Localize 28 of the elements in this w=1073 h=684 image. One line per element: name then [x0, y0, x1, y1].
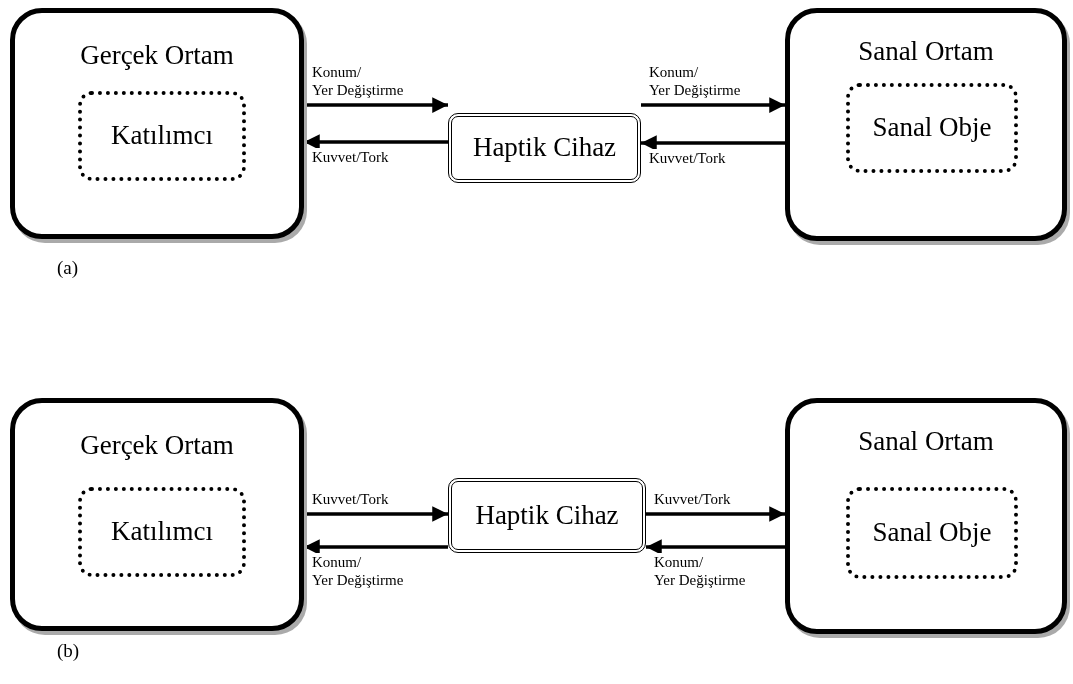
arrow — [646, 506, 785, 522]
dotted-box — [78, 487, 246, 577]
arrow — [641, 97, 785, 113]
arrow — [304, 506, 448, 522]
edge-label: Konum/ Yer Değiştirme — [312, 553, 404, 589]
dotted-box — [846, 83, 1018, 173]
arrow — [641, 135, 785, 151]
node-label: Haptik Cihaz — [475, 500, 619, 531]
device-box — [448, 113, 641, 183]
box-title: Gerçek Ortam — [79, 431, 235, 461]
box-title: Gerçek Ortam — [79, 41, 235, 71]
arrow — [304, 97, 448, 113]
box-title: Sanal Ortam — [857, 427, 995, 457]
dotted-box — [846, 487, 1018, 579]
node-label: Katılımcı — [111, 517, 213, 547]
node-label: Haptik Cihaz — [472, 133, 617, 163]
node-label: Sanal Obje — [872, 518, 992, 548]
box-title: Sanal Ortam — [857, 37, 995, 67]
arrow — [304, 539, 448, 555]
panel-label: (a) — [57, 257, 79, 279]
panel-label: (b) — [57, 640, 80, 662]
arrow — [304, 134, 448, 150]
arrow — [646, 539, 785, 555]
node-label: Sanal Obje — [872, 113, 992, 143]
dotted-box — [78, 91, 246, 181]
device-box — [448, 478, 646, 553]
node-label: Katılımcı — [111, 121, 213, 151]
edge-label: Konum/ Yer Değiştirme — [654, 553, 746, 589]
